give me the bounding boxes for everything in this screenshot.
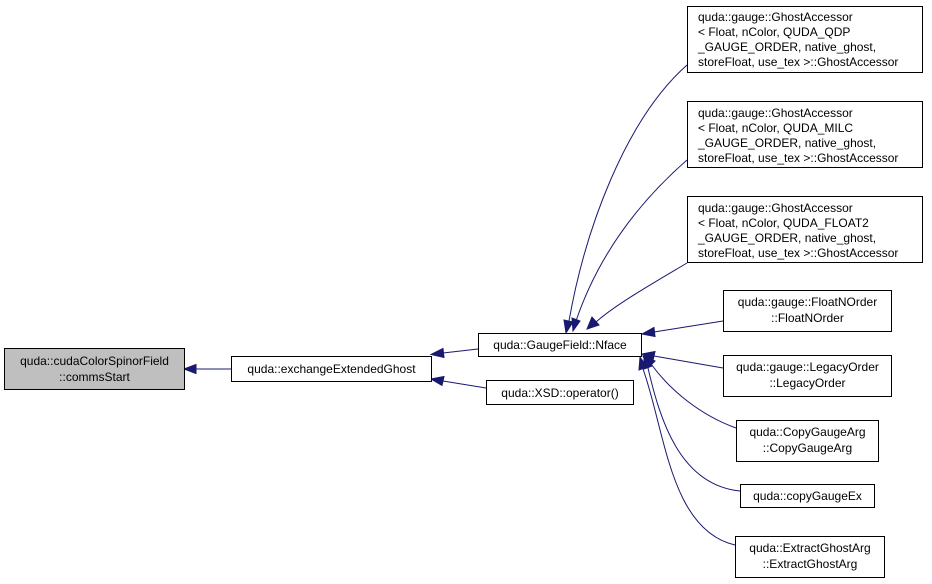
node-ghost-accessor-milc[interactable]: quda::gauge::GhostAccessor < Float, nCol… [687, 101, 923, 168]
node-exchange-extended-ghost[interactable]: quda::exchangeExtendedGhost [231, 356, 432, 382]
node-floatn-line-2: ::FloatNOrder [771, 311, 844, 325]
node-copyex-label: quda::copyGaugeEx [753, 489, 862, 503]
node-copyarg-line-2: ::CopyGaugeArg [763, 441, 852, 455]
edge-ghost-milc-to-nface [571, 159, 688, 333]
node-copy-gauge-ex[interactable]: quda::copyGaugeEx [740, 484, 875, 508]
node-ghost-qdp-line-1: quda::gauge::GhostAccessor [698, 10, 853, 24]
node-floatn-line-1: quda::gauge::FloatNOrder [738, 295, 877, 309]
edge-nface-to-exchange [429, 347, 479, 359]
node-extract-line-2: ::ExtractGhostArg [763, 557, 858, 571]
node-ghost-float2-line-2: < Float, nColor, QUDA_FLOAT2 [698, 216, 869, 230]
node-ghost-qdp-line-2: < Float, nColor, QUDA_QDP [698, 25, 850, 39]
node-float-n-order[interactable]: quda::gauge::FloatNOrder ::FloatNOrder [723, 290, 892, 332]
edge-exchange-to-root [182, 363, 231, 375]
node-copyarg-line-1: quda::CopyGaugeArg [749, 425, 865, 439]
edge-floatn-to-nface [640, 320, 724, 338]
node-ghost-float2-line-4: storeFloat, use_tex >::GhostAccessor [698, 246, 898, 260]
node-ghost-qdp-line-4: storeFloat, use_tex >::GhostAccessor [698, 55, 898, 69]
node-extract-line-1: quda::ExtractGhostArg [749, 541, 870, 555]
edge-ghost-qdp-to-nface [563, 64, 688, 335]
node-exchange-label: quda::exchangeExtendedGhost [247, 362, 416, 376]
node-ghost-milc-line-1: quda::gauge::GhostAccessor [698, 106, 853, 120]
node-ghost-accessor-float2[interactable]: quda::gauge::GhostAccessor < Float, nCol… [687, 196, 923, 263]
node-copy-gauge-arg[interactable]: quda::CopyGaugeArg ::CopyGaugeArg [736, 420, 879, 462]
node-xsd-operator[interactable]: quda::XSD::operator() [486, 380, 634, 405]
node-ghost-milc-line-4: storeFloat, use_tex >::GhostAccessor [698, 151, 898, 165]
edge-xsd-to-exchange [429, 375, 487, 389]
node-root-comms-start[interactable]: quda::cudaColorSpinorField ::commsStart [4, 348, 185, 390]
node-ghost-float2-line-1: quda::gauge::GhostAccessor [698, 201, 853, 215]
node-gauge-field-nface[interactable]: quda::GaugeField::Nface [478, 333, 642, 357]
node-ghost-milc-line-2: < Float, nColor, QUDA_MILC [698, 121, 853, 135]
node-nface-label: quda::GaugeField::Nface [493, 338, 627, 352]
node-ghost-float2-line-3: _GAUGE_ORDER, native_ghost, [697, 231, 876, 245]
node-extract-ghost-arg[interactable]: quda::ExtractGhostArg ::ExtractGhostArg [735, 536, 885, 578]
node-legacy-order[interactable]: quda::gauge::LegacyOrder ::LegacyOrder [723, 355, 892, 397]
node-root-line-1: quda::cudaColorSpinorField [20, 354, 169, 368]
node-ghost-milc-line-3: _GAUGE_ORDER, native_ghost, [697, 136, 876, 150]
node-ghost-qdp-line-3: _GAUGE_ORDER, native_ghost, [697, 40, 876, 54]
node-legacy-line-2: ::LegacyOrder [769, 376, 845, 390]
edge-extract-to-nface [638, 355, 736, 546]
node-ghost-accessor-qdp[interactable]: quda::gauge::GhostAccessor < Float, nCol… [687, 6, 923, 73]
node-legacy-line-1: quda::gauge::LegacyOrder [736, 360, 879, 374]
node-root-line-2: ::commsStart [59, 370, 130, 384]
edge-legacy-to-nface [640, 350, 724, 369]
edge-ghost-float2-to-nface [586, 262, 688, 330]
node-xsd-label: quda::XSD::operator() [501, 386, 618, 400]
